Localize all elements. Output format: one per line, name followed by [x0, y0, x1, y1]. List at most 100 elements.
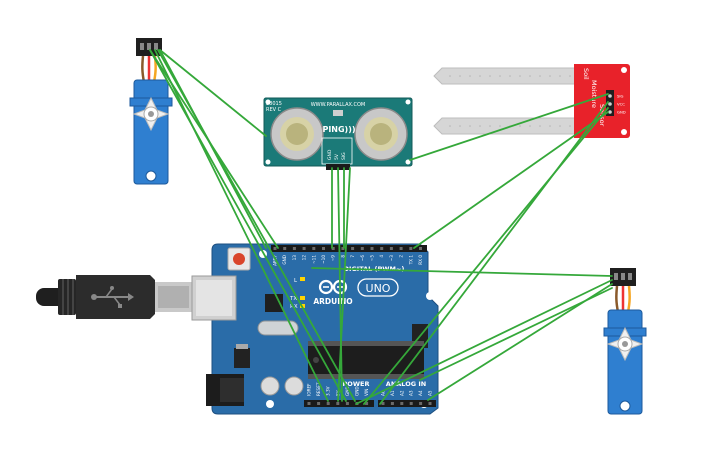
probe-trace-dot [449, 75, 451, 77]
pin-socket[interactable] [336, 402, 340, 405]
dc-barrel-jack-inner [220, 378, 244, 402]
soil-pin[interactable] [608, 110, 612, 114]
wire-servo-left-signal[interactable] [149, 49, 347, 402]
wire-servo-right-aux[interactable] [419, 287, 613, 381]
wire-soil-vcc[interactable] [363, 107, 609, 405]
pin-label: 2 [399, 255, 404, 258]
probe-trace-dot [539, 75, 541, 77]
wire-servo-left-power[interactable] [154, 49, 329, 402]
wires [149, 49, 613, 405]
pin-socket[interactable] [307, 402, 311, 405]
servo-horn-icon [606, 326, 644, 362]
usb-cable[interactable] [36, 275, 192, 319]
pin-socket[interactable] [390, 402, 394, 405]
pin-socket[interactable] [283, 247, 287, 250]
pin-socket[interactable] [326, 402, 330, 405]
probe-trace-dot [529, 75, 531, 77]
ping-pin-label: GND [327, 149, 333, 160]
probe-trace-dot [469, 125, 471, 127]
uno-badge [357, 278, 399, 297]
soil-pin-label: VCC [617, 102, 625, 107]
crystal-oscillator [257, 320, 299, 336]
probe-trace-dot [469, 75, 471, 77]
pin-socket[interactable] [360, 247, 364, 250]
pin-socket[interactable] [400, 402, 404, 405]
servo-connector-pin [140, 43, 144, 50]
pin-socket[interactable] [428, 402, 432, 405]
pin-socket[interactable] [331, 247, 335, 250]
power-label: POWER [343, 380, 370, 388]
ping-ultrasonic-sensor[interactable]: 28015 REV C WWW.PARALLAX.COM PING))) GND… [263, 97, 413, 170]
pin-socket[interactable] [302, 247, 306, 250]
pin-socket[interactable] [399, 247, 403, 250]
voltage-regulator [234, 348, 250, 368]
soil-pin-label: SIG [617, 94, 624, 99]
pin-socket[interactable] [370, 247, 374, 250]
pin-socket[interactable] [312, 247, 316, 250]
wire-servo-right-signal[interactable] [311, 267, 613, 277]
pin-socket[interactable] [341, 247, 345, 250]
servo-motor-left[interactable] [129, 38, 173, 185]
pin-label: GND [282, 255, 287, 265]
analog-header[interactable] [378, 400, 436, 407]
wire-servo-right-power[interactable] [355, 279, 613, 405]
mounting-hole [266, 400, 274, 408]
pin-socket[interactable] [322, 247, 325, 250]
pin-label: A0 [381, 390, 386, 396]
pin-socket[interactable] [381, 402, 385, 405]
wire-soil-sig[interactable] [379, 101, 609, 405]
pin-socket[interactable] [292, 247, 296, 250]
probe-trace-dot [459, 125, 461, 127]
led-l [300, 277, 305, 281]
servo-mount-hole [619, 400, 631, 412]
probe-trace-dot [449, 125, 451, 127]
probe-trace-dot [549, 125, 551, 127]
probe-trace-dot [499, 125, 501, 127]
soil-label-group-2: Moisture [590, 80, 598, 108]
wire-ping-aux[interactable] [337, 167, 351, 402]
mounting-hole [265, 159, 271, 165]
probe-trace-dot [539, 125, 541, 127]
pin-socket[interactable] [409, 402, 413, 405]
pin-socket[interactable] [317, 402, 321, 405]
analog-pin-sockets [381, 402, 432, 405]
digital-header[interactable] [271, 245, 427, 252]
wire-servo-left-to-ping[interactable] [159, 49, 267, 137]
ping-transducer-right [354, 107, 408, 161]
mounting-hole [405, 159, 411, 165]
soil-label-2: Moisture [590, 80, 598, 108]
pin-label: ~3 [389, 255, 394, 262]
pin-socket[interactable] [380, 247, 384, 250]
pin-socket[interactable] [419, 402, 423, 405]
pin-socket[interactable] [389, 247, 393, 250]
probe-trace-dot [489, 75, 491, 77]
wire-soil-gnd[interactable] [413, 111, 609, 249]
pin-socket[interactable] [351, 247, 355, 250]
pin-socket[interactable] [419, 247, 422, 250]
wire-servo-left-gnd2[interactable] [157, 49, 356, 402]
wire-soil-to-ping[interactable] [409, 93, 609, 161]
ping-header[interactable] [326, 164, 350, 170]
usb-interface-chip [265, 294, 283, 312]
mounting-hole [265, 99, 271, 105]
wire-ping-5v[interactable] [337, 167, 343, 402]
probe-trace-dot [509, 75, 511, 77]
soil-pin[interactable] [608, 94, 612, 98]
soil-pin[interactable] [608, 102, 612, 106]
pin-socket[interactable] [345, 402, 349, 405]
pin-socket[interactable] [409, 247, 413, 250]
servo-motor-right[interactable] [603, 268, 647, 415]
servo-body [133, 79, 169, 185]
mounting-hole [405, 99, 411, 105]
pin-socket[interactable] [365, 402, 369, 405]
pin-socket[interactable] [273, 247, 277, 250]
pin-label: ~9 [331, 255, 336, 262]
usb-plug-metal-inner [158, 286, 189, 308]
pin-label: A5 [428, 390, 433, 396]
servo-horn-icon [132, 96, 170, 132]
probe-trace-dot [559, 125, 561, 127]
